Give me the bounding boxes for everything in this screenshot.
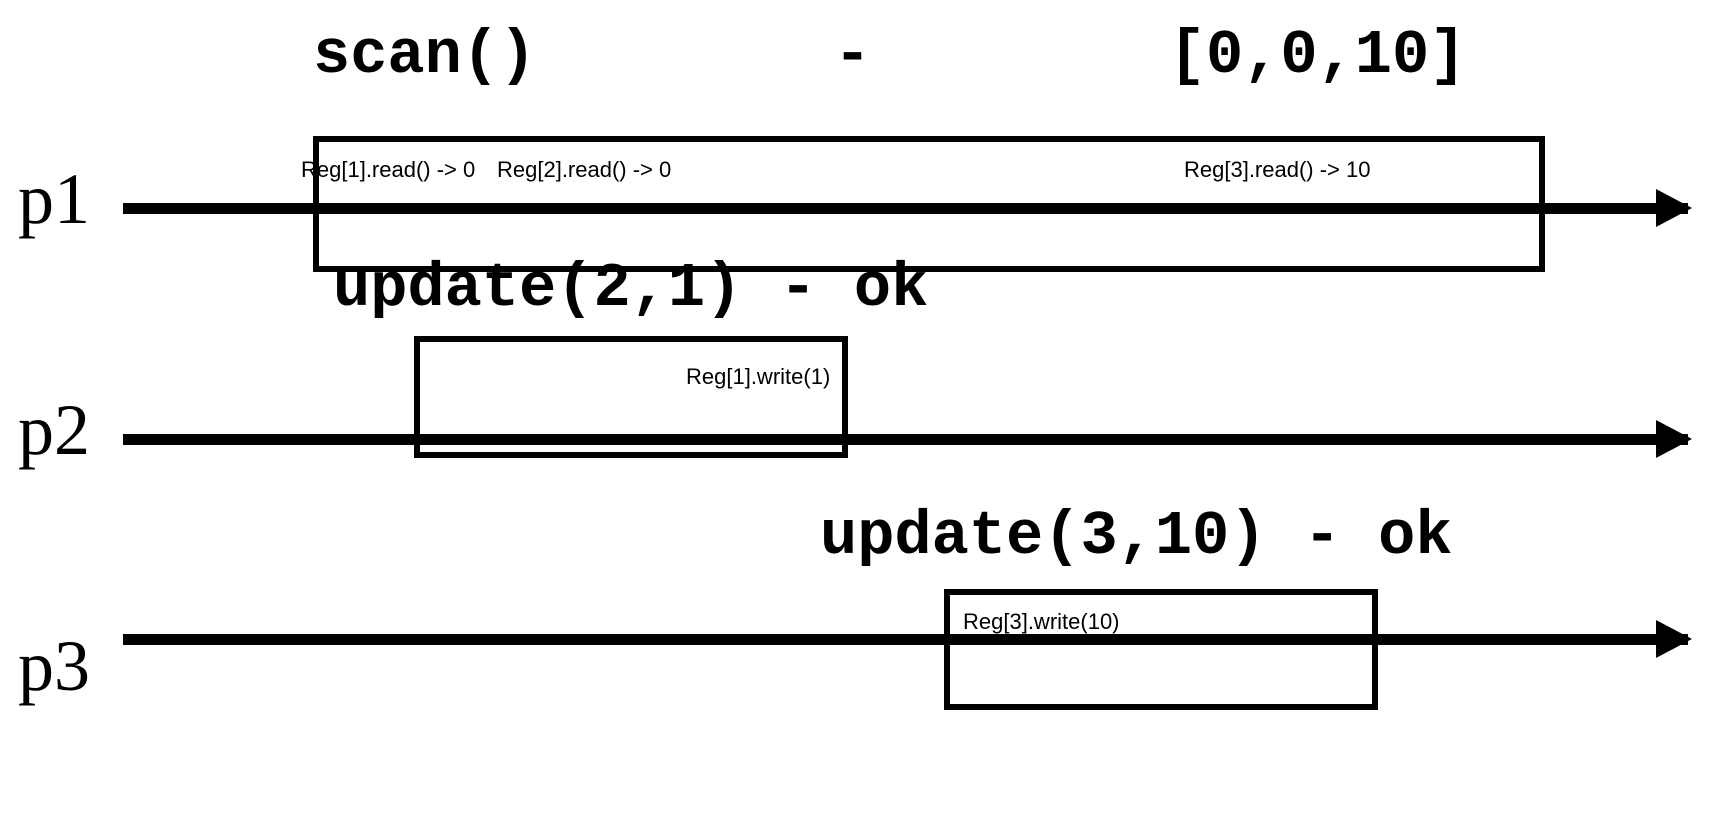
process-label-p3: p3 — [18, 626, 90, 706]
reg-label-p3-write3: Reg[3].write(10) — [963, 609, 1120, 634]
interval-box-p2 — [414, 336, 848, 458]
operation-title-p2: update(2,1) - ok — [333, 253, 929, 324]
reg-label-p1-read2: Reg[2].read() -> 0 — [497, 157, 672, 182]
timeline-axis-p1 — [123, 203, 1688, 214]
operation-title-p3: update(3,10) - ok — [820, 501, 1453, 572]
process-label-p1: p1 — [18, 159, 90, 239]
process-label-p2: p2 — [18, 390, 90, 470]
timeline-arrowhead-p1 — [1656, 189, 1692, 227]
timeline-axis-p2 — [123, 434, 1688, 445]
reg-label-p1-read3: Reg[3].read() -> 10 — [1184, 157, 1371, 182]
interval-box-p3 — [944, 589, 1378, 710]
reg-label-p2-write1: Reg[1].write(1) — [686, 364, 831, 389]
timeline-arrowhead-p3 — [1656, 620, 1692, 658]
operation-title-p1: scan() - [0,0,10] — [313, 20, 1467, 91]
reg-label-p1-read1: Reg[1].read() -> 0 — [301, 157, 476, 182]
interval-box-p1 — [313, 136, 1545, 272]
timeline-arrowhead-p2 — [1656, 420, 1692, 458]
timeline-axis-p3 — [123, 634, 1688, 645]
